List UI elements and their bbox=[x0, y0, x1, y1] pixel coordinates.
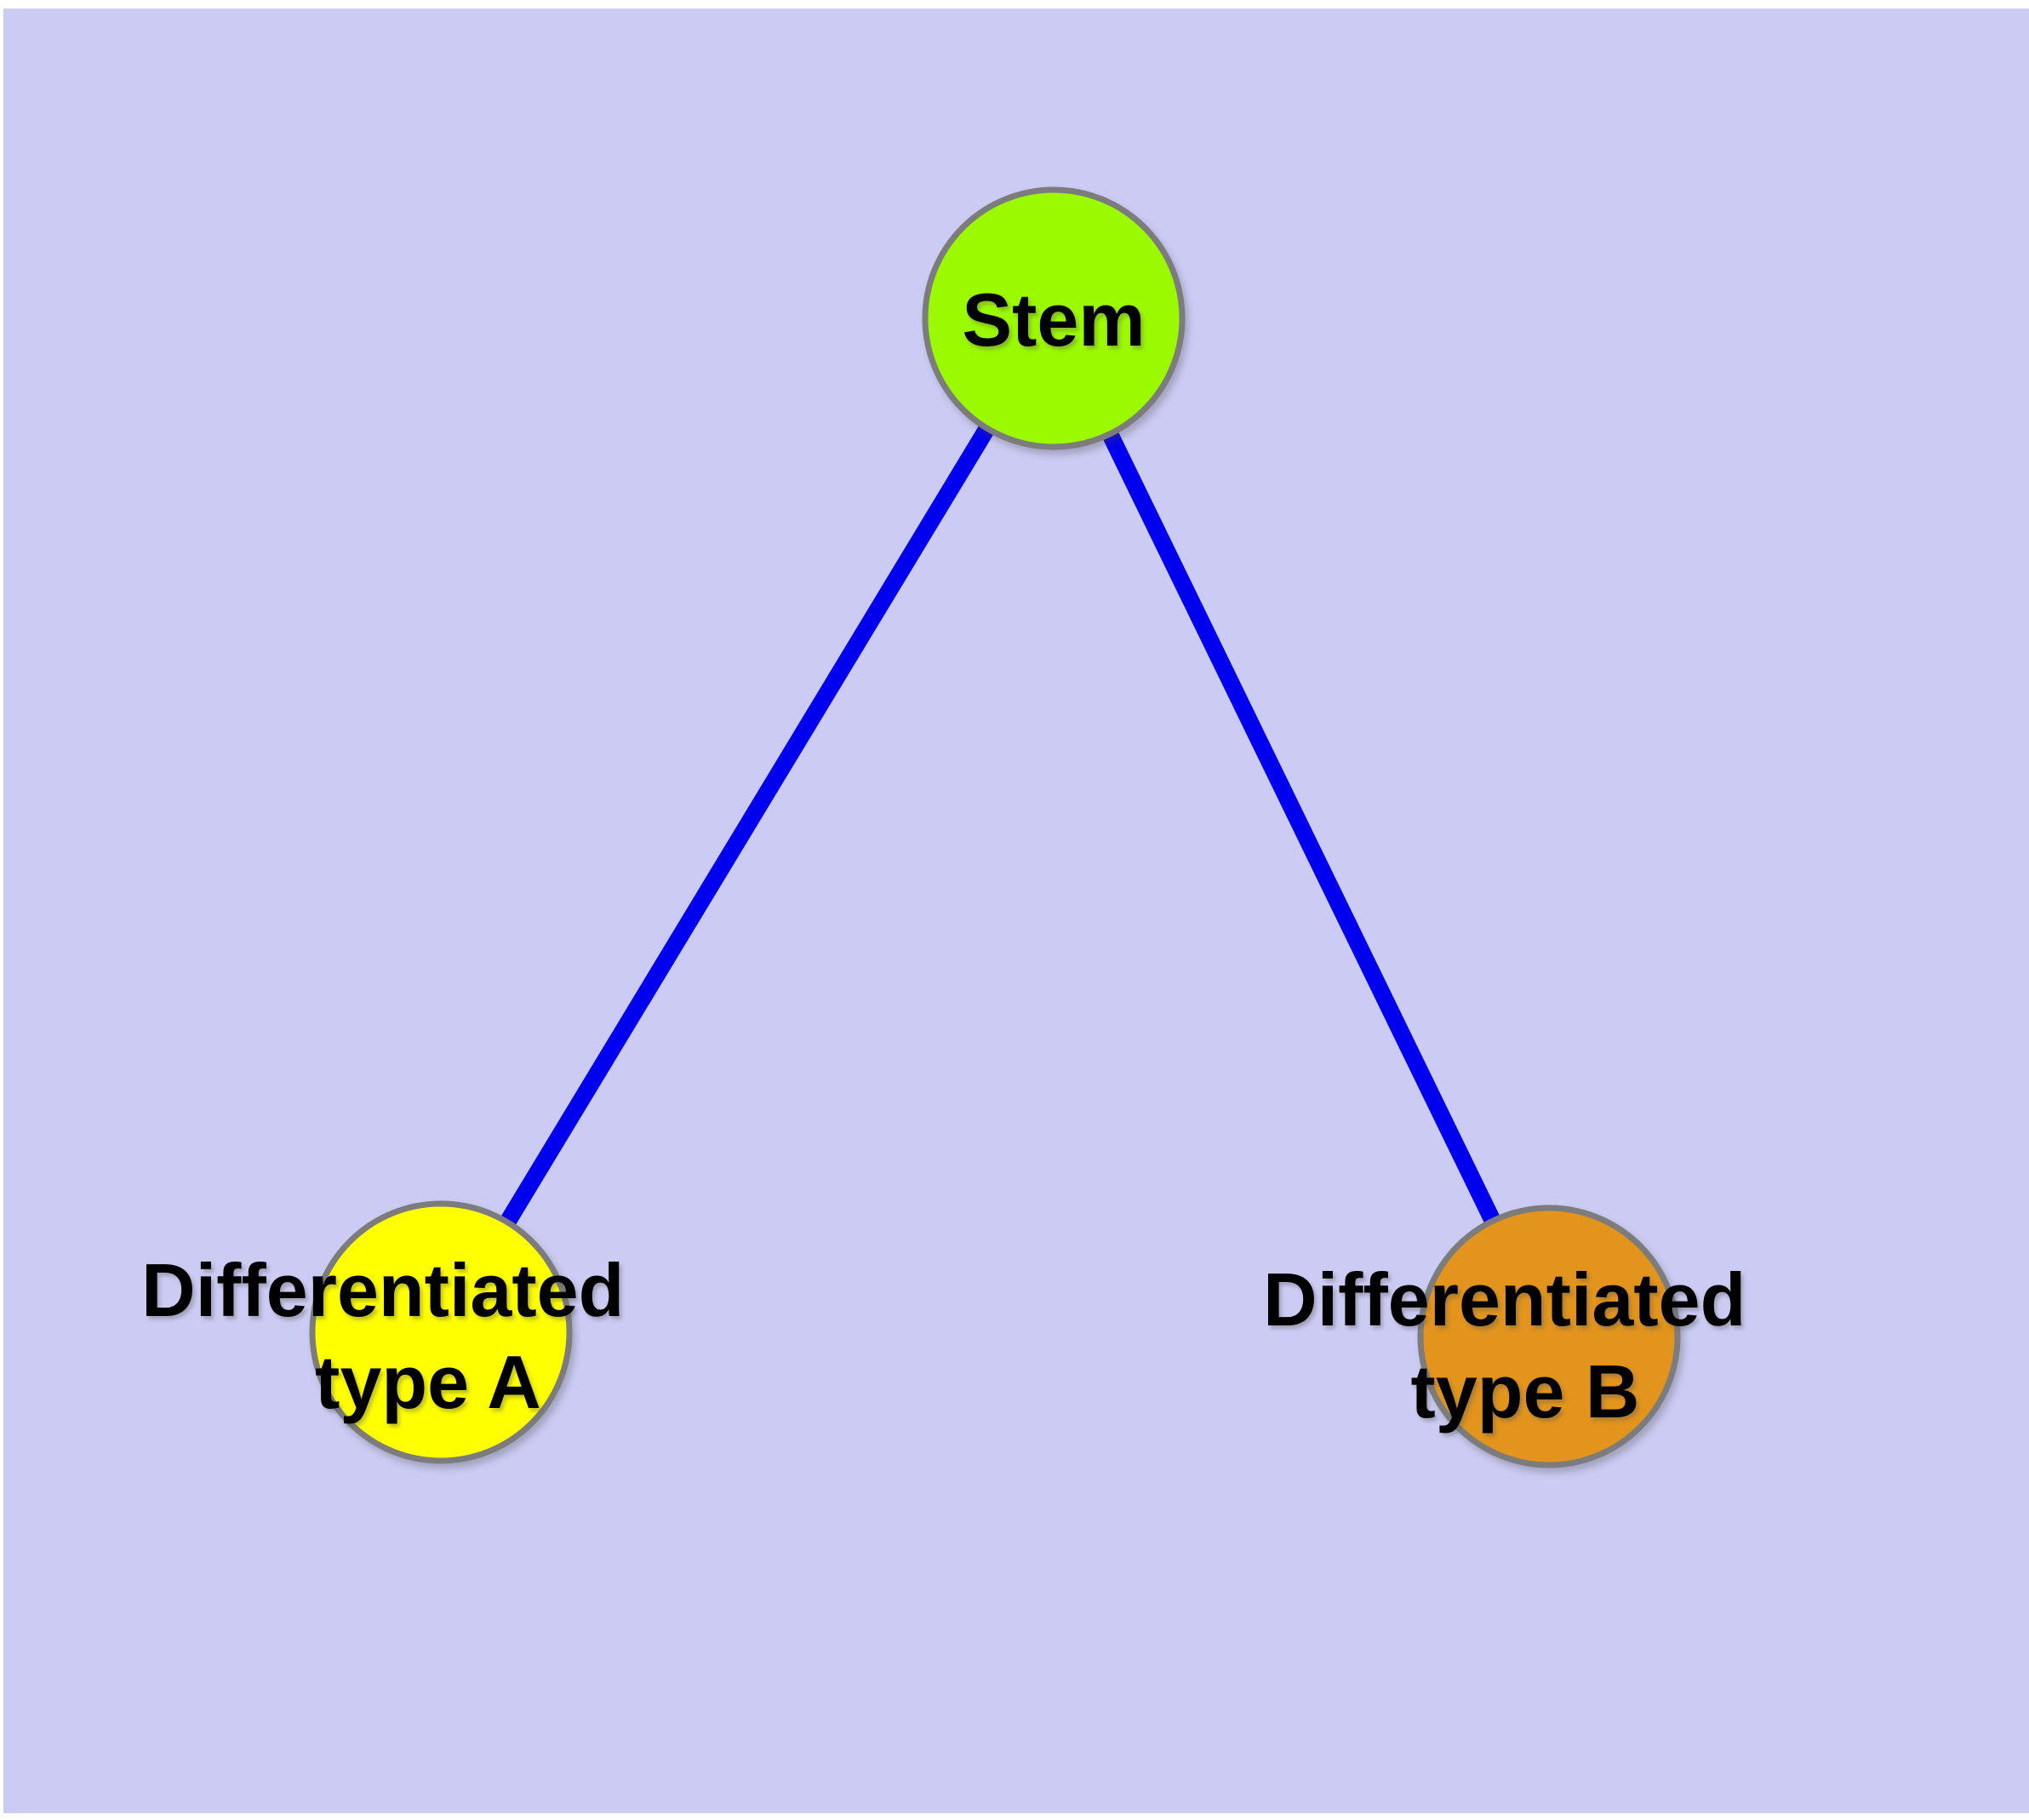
node-type-b-label: Differentiated type B bbox=[1263, 1257, 1767, 1434]
node-type-a-label-line1: Differentiated bbox=[141, 1248, 624, 1332]
node-type-b-label-line2: type B bbox=[1411, 1349, 1640, 1434]
node-type-a-label-line2: type A bbox=[315, 1340, 541, 1424]
node-type-a-label: Differentiated type A bbox=[141, 1248, 645, 1424]
node-type-a-circle bbox=[309, 1200, 573, 1464]
node-type-b-label-line1: Differentiated bbox=[1263, 1257, 1746, 1342]
node-type-b-circle bbox=[1417, 1205, 1681, 1468]
node-stem-circle bbox=[922, 186, 1186, 450]
node-stem-label: Stem bbox=[962, 278, 1145, 362]
edge-stem-to-type-a bbox=[433, 313, 1061, 1337]
edge-stem-to-type-b bbox=[1046, 314, 1557, 1341]
